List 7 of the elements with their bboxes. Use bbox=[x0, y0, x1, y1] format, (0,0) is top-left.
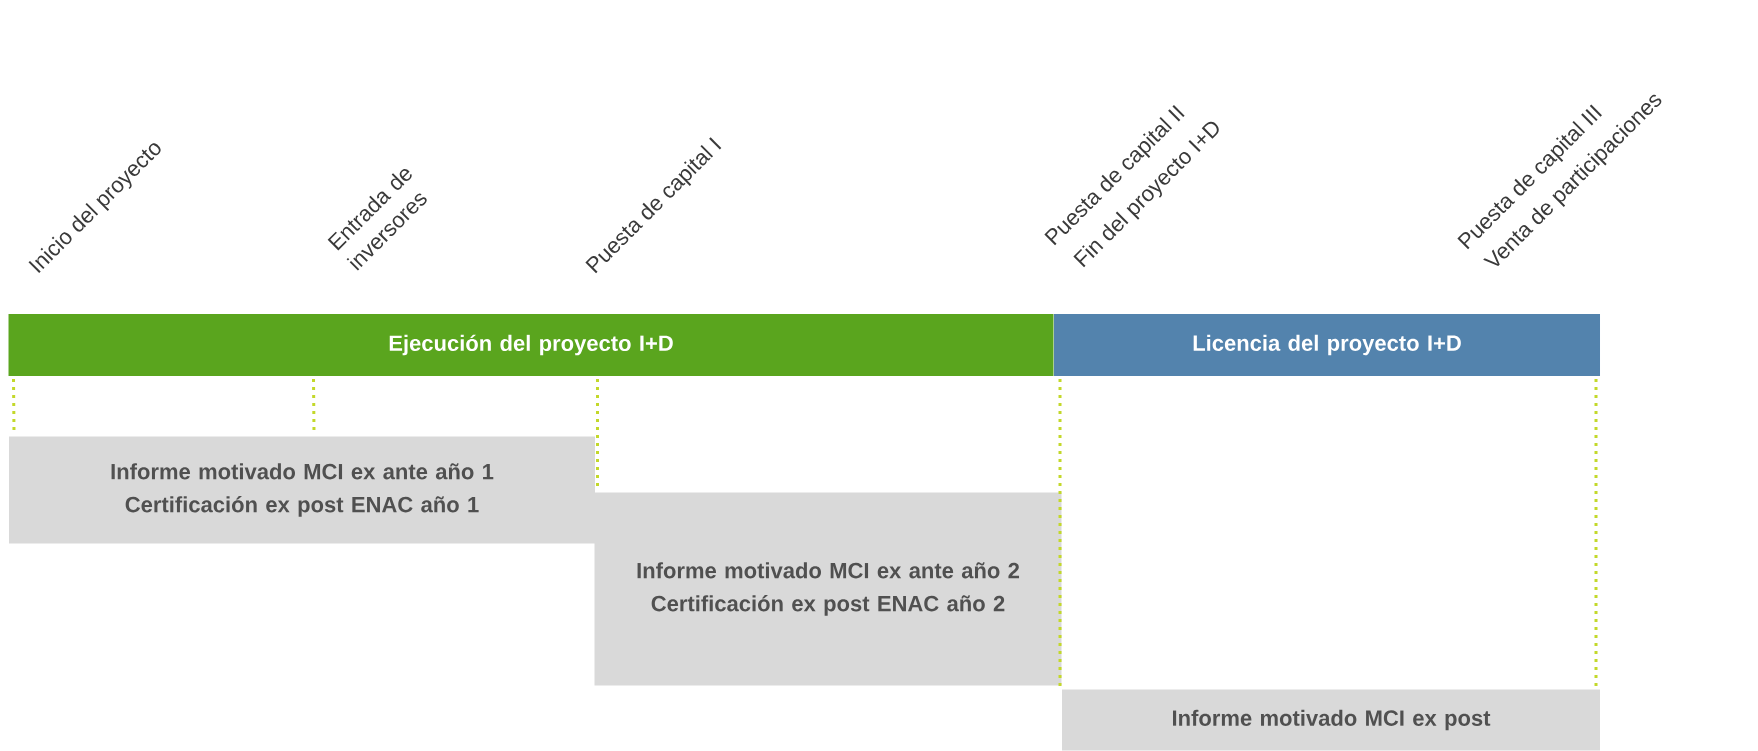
report-box: Informe motivado MCI ex post bbox=[1062, 689, 1600, 751]
dotted-line bbox=[1594, 379, 1598, 687]
dotted-line bbox=[1058, 379, 1062, 687]
phase-band: Licencia del proyecto I+D bbox=[1054, 314, 1600, 376]
phase-band: Ejecución del proyecto I+D bbox=[8, 314, 1054, 376]
report-box: Informe motivado MCI ex ante año 1 Certificación ex post ENAC año 1 bbox=[9, 436, 595, 544]
report-box: Informe motivado MCI ex ante año 2 Certificación ex post ENAC año 2 bbox=[594, 492, 1062, 686]
